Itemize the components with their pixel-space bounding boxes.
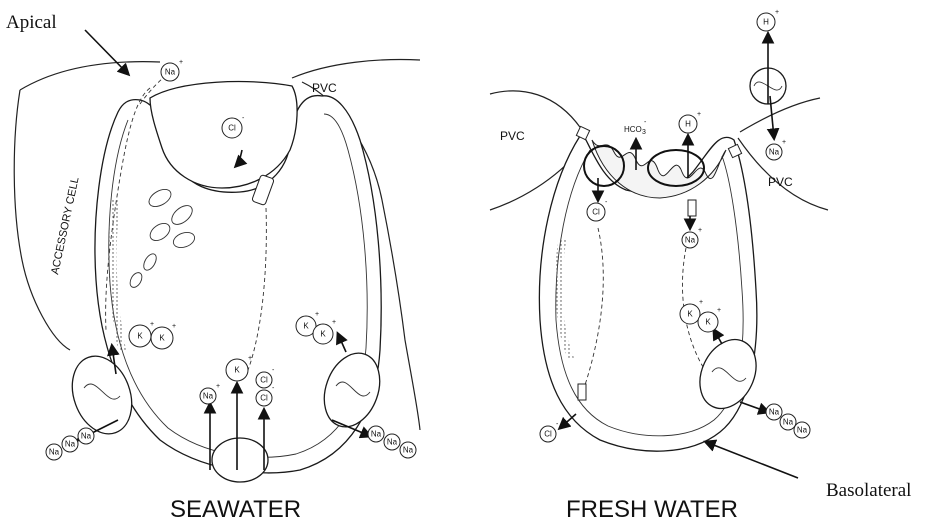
svg-text:HCO: HCO (624, 125, 642, 134)
basal-transporter (212, 438, 268, 482)
svg-text:K: K (159, 334, 165, 343)
na-ion-apical: Na+ (161, 59, 183, 81)
cl-out-fw (560, 414, 576, 428)
pvc-fw-right-outline (738, 138, 828, 210)
seawater-label: SEAWATER (170, 496, 301, 523)
pvc-fw-right-top (740, 98, 820, 132)
pvc-label-fw-right: PVC (768, 175, 793, 189)
svg-text:Na: Na (387, 438, 398, 447)
svg-text:Cl: Cl (260, 394, 268, 403)
svg-text:Na: Na (769, 408, 780, 417)
na-cluster-right: Na Na Na (368, 426, 416, 458)
svg-text:+: + (315, 311, 319, 318)
pvc-label-fw-left: PVC (500, 129, 525, 143)
svg-text:+: + (775, 9, 779, 16)
svg-text:K: K (320, 330, 326, 339)
svg-text:Cl: Cl (592, 208, 600, 217)
svg-text:K: K (303, 322, 309, 331)
apical-label: Apical (6, 12, 57, 33)
h-ion-top: H+ (757, 9, 779, 31)
seawater-cell-group: Na+ Cl- K+ K+ K+ K+ Na+ K+ Cl- Cl- Na Na… (6, 12, 420, 523)
svg-text:Na: Na (65, 440, 76, 449)
svg-text:3: 3 (642, 129, 646, 136)
na-cluster-fw: Na Na Na (766, 404, 810, 438)
cl-ion-fw-bottom: Cl- (540, 421, 559, 442)
h-ion-apical: H+ (679, 111, 701, 133)
svg-text:Na: Na (203, 392, 214, 401)
svg-text:+: + (717, 307, 721, 314)
svg-text:Na: Na (49, 448, 60, 457)
basolateral-label: Basolateral (826, 480, 911, 501)
svg-text:Cl: Cl (228, 124, 236, 133)
svg-text:+: + (698, 227, 702, 234)
svg-text:-: - (556, 421, 559, 428)
svg-text:Na: Na (769, 148, 780, 157)
accessory-cell-outline (20, 62, 160, 90)
svg-text:K: K (687, 310, 693, 319)
svg-text:+: + (248, 355, 252, 362)
svg-text:+: + (179, 59, 183, 66)
fw-channel-right (688, 200, 696, 216)
svg-text:Na: Na (403, 446, 414, 455)
svg-text:H: H (763, 18, 769, 27)
pvc-fw-left-outline (490, 91, 582, 130)
svg-text:Na: Na (797, 426, 808, 435)
svg-text:Cl: Cl (260, 376, 268, 385)
freshwater-cell-group: H+ Na+ H+ HCO3- Cl- Na+ K+ K+ Cl- Na Na … (490, 9, 911, 523)
basolateral-arrow (706, 442, 798, 478)
svg-text:K: K (137, 332, 143, 341)
accessory-cell-label: ACCESSORY CELL (49, 176, 81, 276)
svg-text:H: H (685, 120, 691, 129)
fresh-water-label: FRESH WATER (566, 496, 738, 523)
svg-text:Na: Na (81, 432, 92, 441)
fw-channel-left (578, 384, 586, 400)
svg-text:Na: Na (165, 68, 176, 77)
svg-text:K: K (705, 318, 711, 327)
svg-text:+: + (172, 323, 176, 330)
svg-text:+: + (332, 319, 336, 326)
na-out-fw (740, 402, 768, 412)
svg-text:+: + (782, 139, 786, 146)
svg-text:Na: Na (783, 418, 794, 427)
svg-text:Na: Na (685, 236, 696, 245)
na-ion-nhe: Na+ (766, 139, 786, 160)
svg-text:Cl: Cl (544, 430, 552, 439)
svg-text:+: + (697, 111, 701, 118)
na-cluster-left: Na Na Na (46, 428, 94, 460)
apical-arrow (85, 30, 128, 74)
svg-text:+: + (699, 299, 703, 306)
pvc-left-outline (292, 60, 420, 78)
svg-text:K: K (234, 366, 240, 375)
svg-text:+: + (150, 321, 154, 328)
svg-text:+: + (216, 383, 220, 390)
pvc-label-seawater: PVC (312, 81, 337, 95)
svg-text:Na: Na (371, 430, 382, 439)
svg-text:-: - (644, 119, 647, 126)
